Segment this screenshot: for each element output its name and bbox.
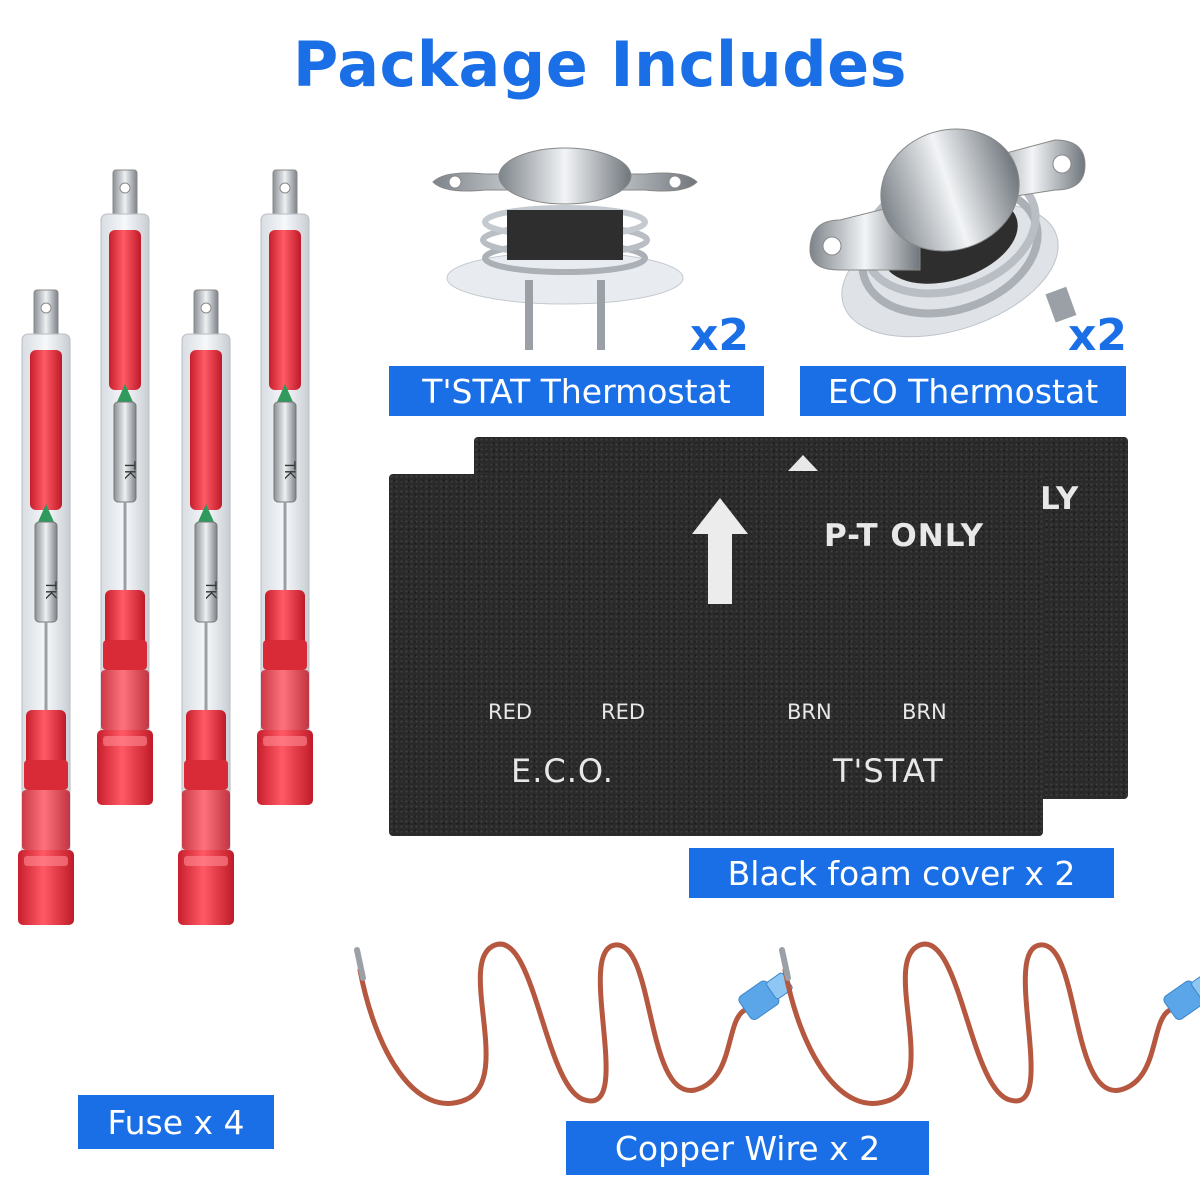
fuse-icon: [176, 288, 236, 927]
foam-cover-front: P-T ONLY RED RED BRN BRN E.C.O. T'STAT: [389, 474, 1043, 836]
foam-tstat: T'STAT: [833, 752, 944, 790]
wire-label: Copper Wire x 2: [566, 1121, 929, 1175]
copper-wire-icon: [782, 944, 1200, 1103]
copper-wires: [345, 920, 1185, 1130]
copper-wire-icon: [357, 944, 796, 1103]
fuse-icon: [16, 288, 76, 927]
eco-thermostat-icon: [809, 128, 1086, 338]
arrow-up-icon: [692, 498, 748, 604]
page-title: Package Includes: [292, 28, 908, 101]
tstat-label: T'STAT Thermostat: [389, 366, 764, 416]
eco-quantity: x2: [1068, 310, 1127, 361]
eco-label: ECO Thermostat: [800, 366, 1126, 416]
tstat-thermostat-icon: [432, 147, 698, 350]
arrow-up-icon: [788, 455, 818, 471]
foam-eco: E.C.O.: [511, 752, 614, 790]
foam-brn-left: BRN: [787, 700, 832, 724]
foam-back-text: LY: [1040, 481, 1080, 517]
fuses: TK: [16, 168, 315, 927]
foam-label: Black foam cover x 2: [689, 848, 1114, 898]
tstat-quantity: x2: [690, 310, 749, 361]
fuse-icon: [95, 168, 155, 807]
fuse-label: Fuse x 4: [78, 1095, 274, 1149]
foam-brn-right: BRN: [902, 700, 947, 724]
foam-red-right: RED: [601, 700, 646, 724]
foam-red-left: RED: [488, 700, 533, 724]
fuse-icon: [255, 168, 315, 807]
foam-pt-only: P-T ONLY: [824, 518, 985, 554]
